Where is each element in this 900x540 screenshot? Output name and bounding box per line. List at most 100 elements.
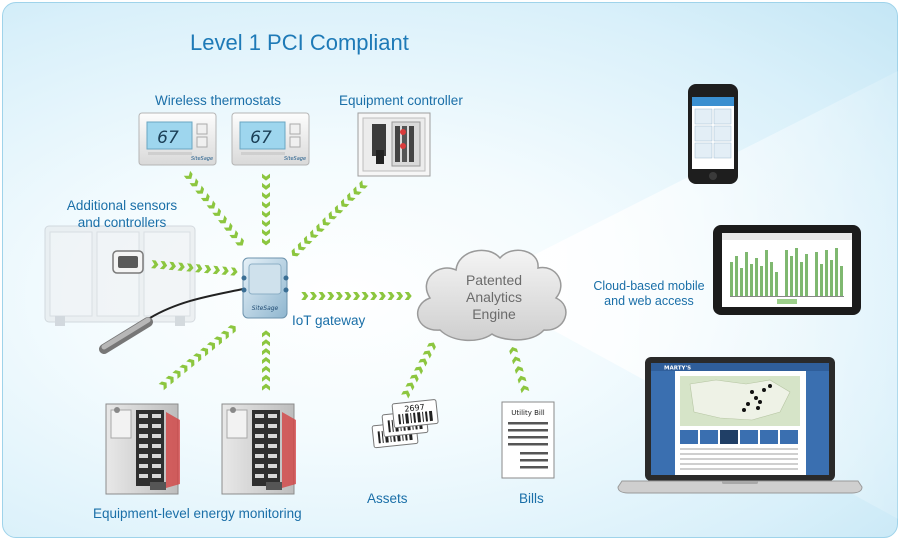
chevron-icon	[414, 366, 423, 375]
thermostat-2: 67 SiteSage	[231, 112, 310, 166]
tablet-image	[713, 225, 861, 315]
chevron-icon	[223, 222, 233, 231]
chevron-icon	[426, 342, 436, 351]
chevron-icon	[334, 204, 344, 214]
thermostats-label: Wireless thermostats	[155, 93, 282, 108]
chevron-icon	[195, 185, 205, 194]
thermostat-1: 67 SiteSage	[138, 112, 217, 166]
arrow-controller	[291, 180, 368, 257]
chevron-icon	[316, 223, 325, 232]
chevron-icon	[213, 336, 223, 346]
chevron-icon	[512, 356, 521, 365]
cloud-access-label-line-1: Cloud-based mobile	[593, 279, 705, 293]
monitoring-label: Equipment-level energy monitoring	[93, 506, 302, 521]
smartphone-image	[688, 84, 738, 184]
chevron-icon	[328, 210, 338, 220]
thermostat-1-reading: 67	[157, 128, 179, 148]
equipment-controller-image	[357, 112, 431, 177]
chevron-icon	[297, 241, 307, 251]
chevron-icon	[422, 350, 432, 359]
chevron-icon	[186, 263, 194, 272]
temperature-probe	[99, 317, 153, 354]
chevron-icon	[177, 262, 185, 271]
probe-cable	[149, 288, 244, 319]
chevron-icon	[262, 348, 270, 356]
chevron-icon	[183, 170, 193, 179]
chevron-icon	[318, 292, 326, 300]
arrow-bills	[509, 346, 530, 394]
connection-arrows	[151, 170, 530, 399]
chevron-icon	[168, 261, 176, 271]
gateway-brand: SiteSage	[252, 305, 279, 312]
chevron-icon	[200, 347, 209, 357]
arrow-cloud	[301, 292, 412, 300]
equipment-controller-label: Equipment controller	[339, 93, 463, 108]
sensors-label: Additional sensors and controllers	[60, 197, 184, 231]
chevron-icon	[159, 260, 168, 270]
sensors-label-line-1: Additional sensors	[66, 198, 178, 213]
chevron-icon	[165, 375, 174, 385]
chevron-icon	[404, 292, 412, 300]
chevron-icon	[221, 266, 229, 275]
thermostat-2-brand: SiteSage	[284, 156, 306, 162]
chevron-icon	[189, 178, 199, 187]
chevron-icon	[409, 374, 419, 383]
chevron-icon	[359, 180, 368, 189]
chevron-icon	[347, 192, 356, 201]
cloud-line-2: Analytics	[466, 289, 522, 305]
laptop-brand: MARTY'S	[664, 366, 691, 372]
chevron-icon	[401, 390, 411, 399]
chevron-icon	[340, 198, 350, 208]
chevron-icon	[517, 375, 527, 384]
chevron-icon	[303, 235, 313, 245]
chevron-icon	[262, 229, 270, 237]
chevron-icon	[235, 237, 244, 246]
chevron-icon	[262, 182, 270, 190]
chevron-icon	[203, 264, 212, 274]
cloud-access-label: Cloud-based mobile and web access	[590, 279, 708, 309]
chevron-icon	[378, 292, 386, 300]
chevron-icon	[327, 292, 335, 300]
chevron-icon	[262, 365, 270, 373]
arrow-sensor	[151, 260, 238, 276]
chevron-icon	[361, 292, 369, 300]
chevron-icon	[418, 358, 428, 367]
laptop-image: MARTY'S	[617, 357, 863, 494]
refrigerator-image	[44, 225, 196, 326]
chevron-icon	[206, 341, 216, 351]
chevron-icon	[229, 230, 239, 239]
chevron-icon	[387, 292, 395, 300]
cloud-line-1: Patented	[466, 272, 522, 288]
chevron-icon	[262, 383, 270, 391]
chevron-icon	[353, 292, 360, 300]
energy-panel-2	[221, 403, 296, 495]
chevron-icon	[179, 364, 188, 374]
chevron-icon	[218, 215, 227, 224]
chevron-icon	[186, 358, 195, 368]
chevron-icon	[396, 292, 404, 300]
arrow-thermostat-2	[262, 173, 270, 246]
chevron-icon	[262, 173, 270, 181]
arrow-panel-1	[158, 325, 236, 391]
chevron-icon	[335, 292, 343, 300]
chevron-icon	[310, 229, 319, 238]
chevron-icon	[262, 357, 270, 364]
cloud-line-3: Engine	[472, 306, 516, 322]
chevron-icon	[212, 265, 220, 275]
asset-tag-number: 2697	[404, 403, 425, 414]
chevron-icon	[262, 201, 270, 209]
assets-label: Assets	[367, 491, 408, 506]
analytics-cloud: Patented Analytics Engine	[416, 249, 567, 342]
chevron-icon	[262, 330, 270, 338]
page-title: Level 1 PCI Compliant	[190, 30, 409, 55]
chevron-icon	[262, 192, 270, 200]
asset-tags-image: 2697	[371, 399, 439, 449]
chevron-icon	[262, 339, 270, 347]
chevron-icon	[206, 200, 216, 209]
chevron-icon	[262, 374, 270, 382]
chevron-icon	[520, 385, 530, 394]
bills-label: Bills	[519, 491, 544, 506]
chevron-icon	[322, 217, 331, 226]
